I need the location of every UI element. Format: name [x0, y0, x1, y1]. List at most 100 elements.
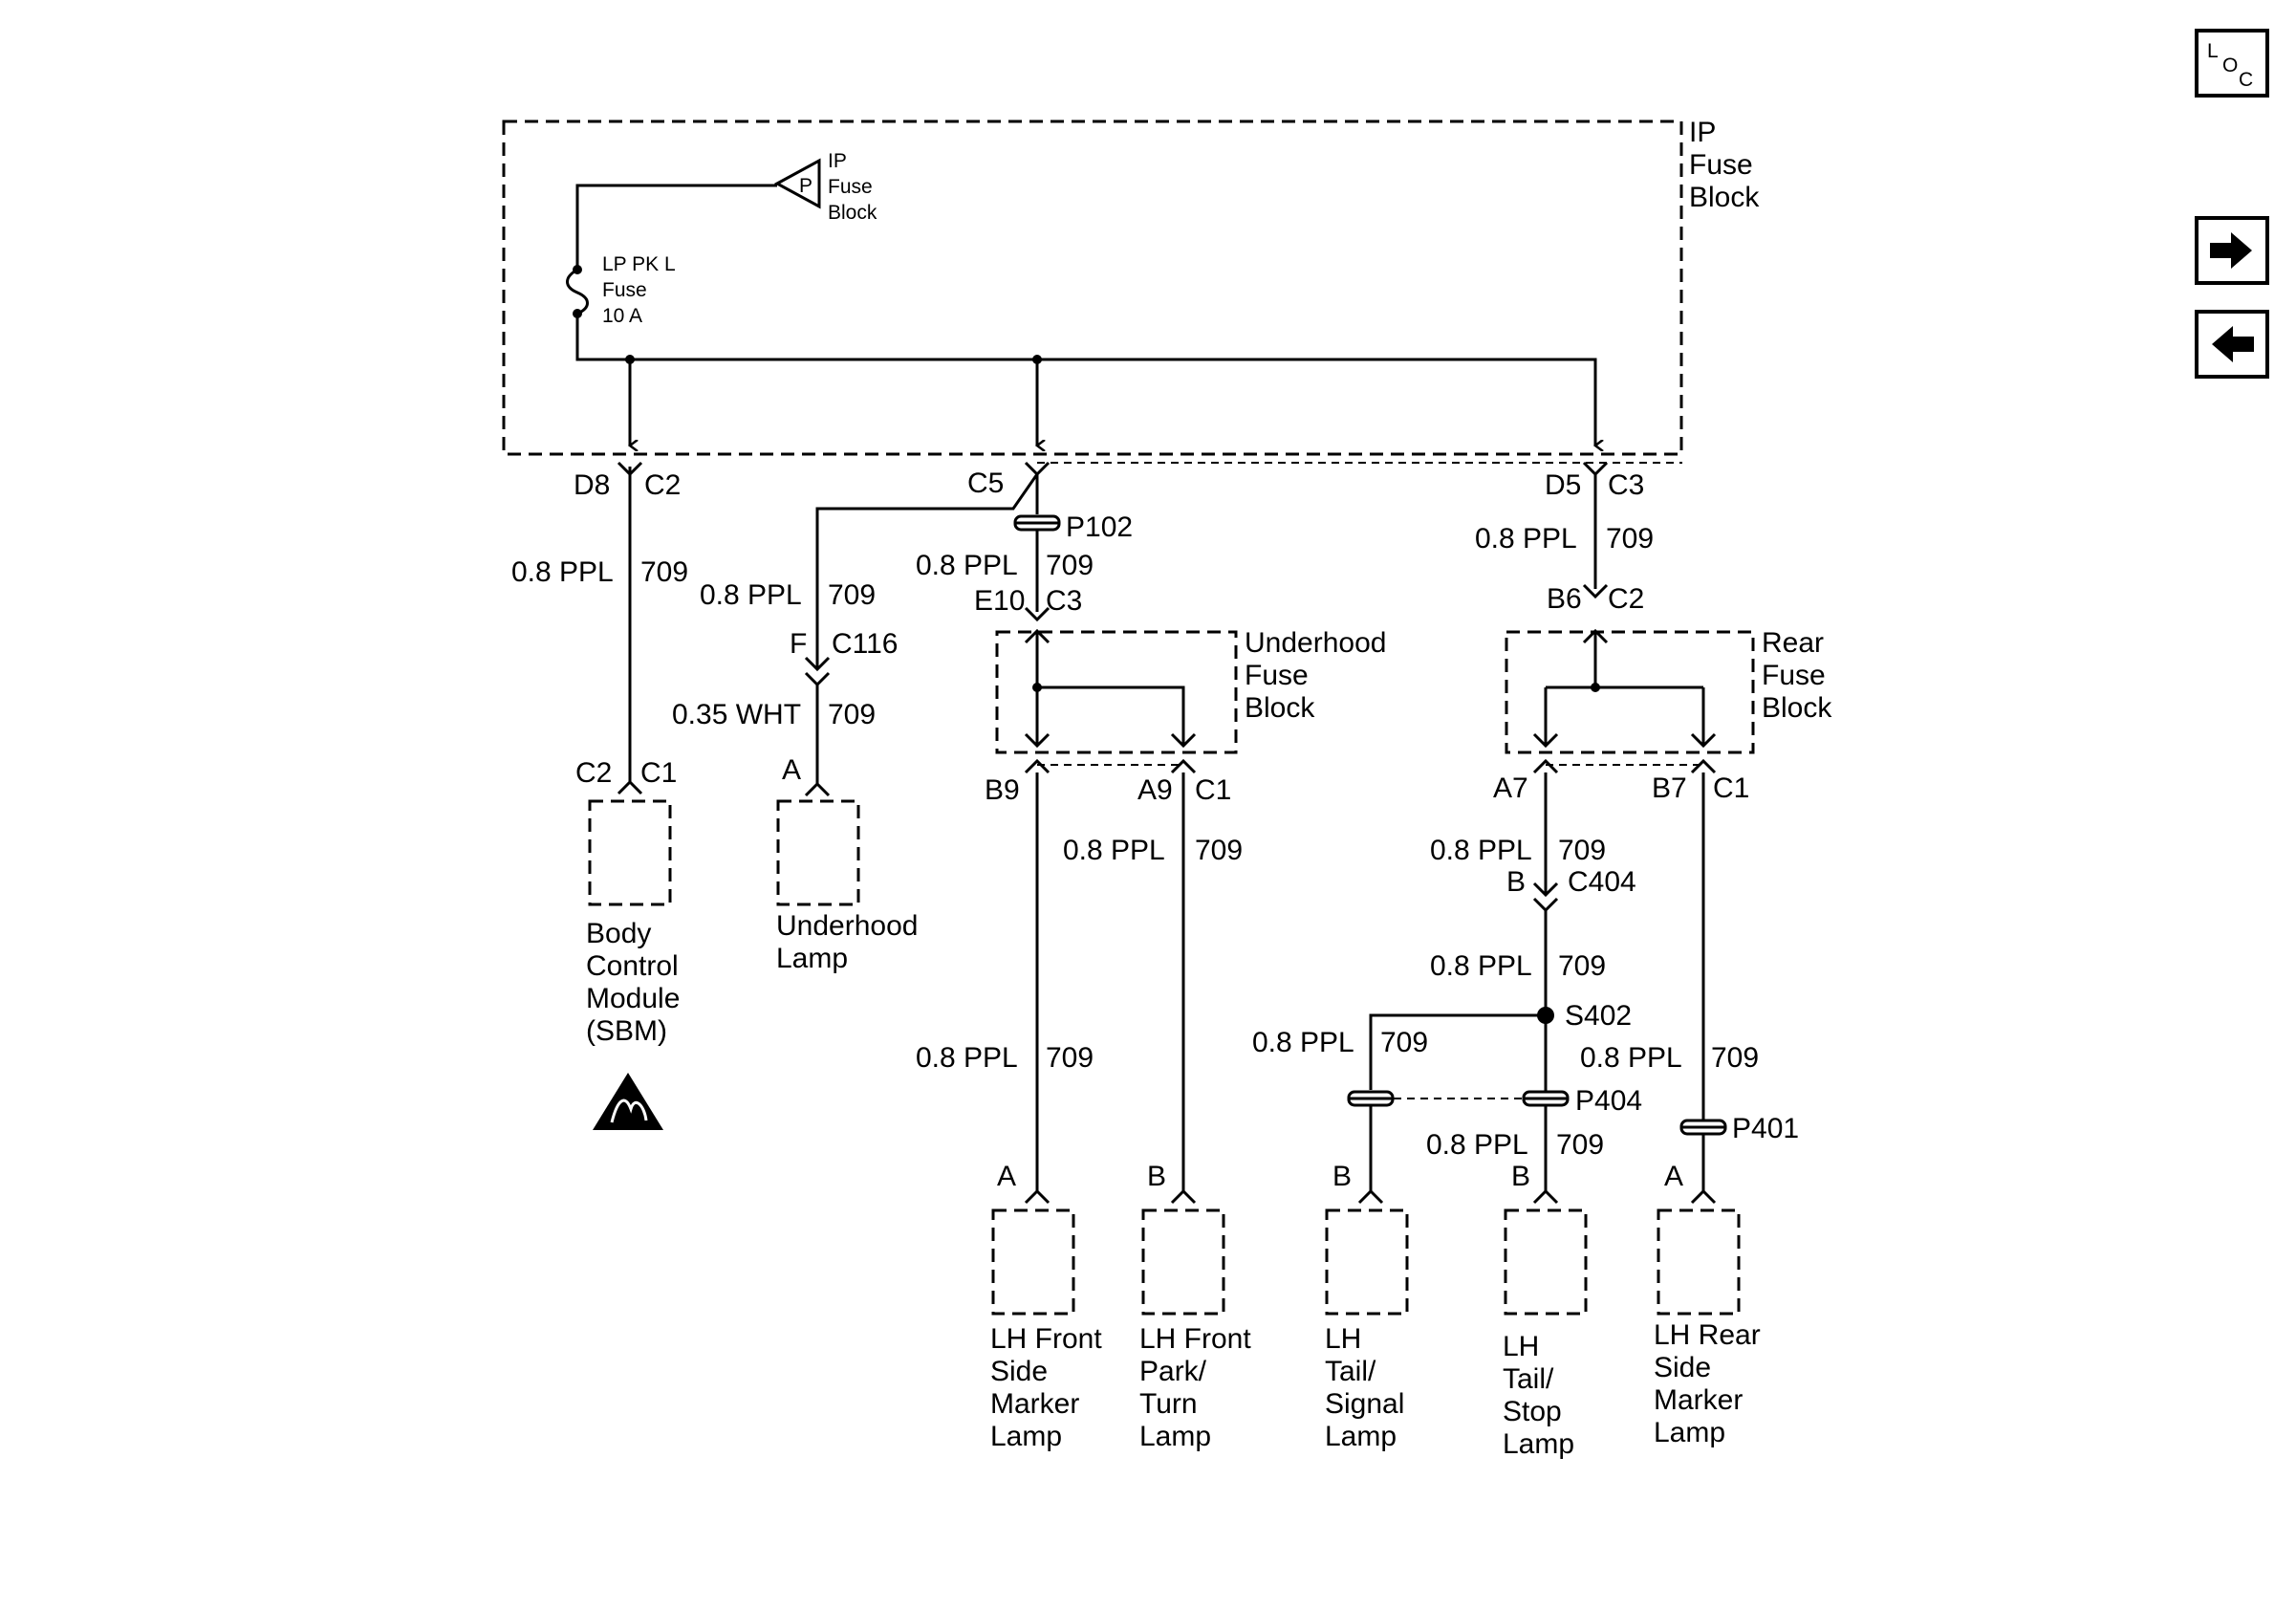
power-feed-symbol: P — [773, 158, 821, 209]
wire-rear-side-circuit: 709 — [1711, 1042, 1759, 1074]
svg-text:Marker: Marker — [990, 1388, 1079, 1420]
svg-text:Lamp: Lamp — [990, 1421, 1062, 1452]
svg-text:Block: Block — [1245, 692, 1315, 724]
svg-text:P: P — [799, 175, 812, 197]
svg-text:LH Rear: LH Rear — [1654, 1319, 1761, 1351]
pass-through-p404-left — [1347, 1090, 1395, 1107]
conn-c1-rf: C1 — [1713, 772, 1749, 804]
svg-text:Lamp: Lamp — [1503, 1428, 1574, 1460]
loc-button[interactable]: L O C — [2195, 29, 2269, 98]
svg-text:IP: IP — [1689, 117, 1716, 148]
conn-a-lfs: A — [997, 1161, 1016, 1192]
svg-text:LH: LH — [1325, 1323, 1361, 1355]
lh-tail-stop-box — [1504, 1208, 1588, 1316]
conn-d8: D8 — [574, 469, 610, 501]
conn-a7: A7 — [1493, 772, 1528, 804]
svg-text:Block: Block — [828, 202, 877, 224]
svg-text:Lamp: Lamp — [1139, 1421, 1211, 1452]
loc-letter-l: L — [2207, 40, 2219, 62]
svg-text:Fuse: Fuse — [602, 279, 647, 301]
conn-c2-b: C2 — [1608, 583, 1644, 615]
svg-text:Lamp: Lamp — [1654, 1417, 1725, 1448]
svg-text:Side: Side — [990, 1356, 1048, 1387]
wire-uh-in-circuit: 709 — [1046, 550, 1094, 581]
ip-fuse-block-boundary — [502, 120, 1683, 456]
bcm-box — [588, 799, 672, 906]
wire-c404-circuit: 709 — [1558, 950, 1606, 982]
svg-text:Control: Control — [586, 950, 679, 982]
loc-letter-c: C — [2239, 69, 2253, 91]
wire-side-circuit: 709 — [1046, 1042, 1094, 1074]
wire-rear-side-size: 0.8 PPL — [1580, 1042, 1682, 1074]
svg-text:10 A: 10 A — [602, 305, 642, 327]
loc-letter-o: O — [2222, 54, 2238, 76]
wire-rf-in-circuit: 709 — [1606, 523, 1654, 555]
wire-bcm-circuit: 709 — [640, 556, 688, 588]
svg-text:Block: Block — [1762, 692, 1832, 724]
conn-f: F — [790, 628, 807, 660]
svg-text:Marker: Marker — [1654, 1384, 1743, 1416]
esd-sensitive-icon — [593, 1073, 663, 1130]
lh-front-side-marker-box — [991, 1208, 1075, 1316]
rear-fuse-block-label: Rear Fuse Block — [1762, 627, 1832, 724]
svg-text:Park/: Park/ — [1139, 1356, 1207, 1387]
lh-front-park-turn-box — [1141, 1208, 1225, 1316]
power-feed-label: IP Fuse Block — [828, 150, 877, 224]
conn-b-ltst: B — [1511, 1161, 1530, 1192]
rear-fuse-block-box — [1505, 630, 1755, 754]
underhood-lamp-box — [776, 799, 860, 906]
pass-through-p404-right — [1522, 1090, 1570, 1107]
conn-b9: B9 — [985, 774, 1020, 806]
conn-c5: C5 — [967, 468, 1004, 499]
svg-text:LH Front: LH Front — [1139, 1323, 1251, 1355]
svg-text:Module: Module — [586, 983, 680, 1014]
wire-bcm-size: 0.8 PPL — [511, 556, 614, 588]
svg-text:Lamp: Lamp — [776, 943, 848, 974]
wire-c404-size: 0.8 PPL — [1430, 950, 1532, 982]
underhood-fuse-block-box — [995, 630, 1238, 754]
arrow-right-icon — [2210, 232, 2252, 269]
conn-b7: B7 — [1652, 772, 1687, 804]
conn-d5: D5 — [1545, 469, 1581, 501]
conn-a-lrs: A — [1664, 1161, 1683, 1192]
conn-e10: E10 — [974, 585, 1025, 617]
svg-text:Turn: Turn — [1139, 1388, 1198, 1420]
conn-c2-bcm: C2 — [575, 757, 612, 789]
svg-text:LP PK L: LP PK L — [602, 253, 676, 275]
wire-tailstop-size: 0.8 PPL — [1426, 1129, 1528, 1161]
svg-text:Underhood: Underhood — [1245, 627, 1386, 659]
back-button[interactable] — [2195, 310, 2269, 379]
lh-tail-signal-label: LH Tail/ Signal Lamp — [1325, 1323, 1404, 1452]
conn-s402: S402 — [1565, 1000, 1632, 1032]
fuse-symbol — [566, 265, 589, 318]
svg-text:Fuse: Fuse — [828, 176, 873, 198]
wire-park-circuit: 709 — [1195, 835, 1243, 866]
lh-tail-signal-box — [1325, 1208, 1409, 1316]
wire-tailstop-circuit: 709 — [1556, 1129, 1604, 1161]
svg-text:Tail/: Tail/ — [1325, 1356, 1376, 1387]
ip-fuse-block-label: IP Fuse Block — [1689, 117, 1760, 213]
svg-text:Tail/: Tail/ — [1503, 1363, 1554, 1395]
conn-p404: P404 — [1575, 1085, 1642, 1117]
conn-b-lts: B — [1332, 1161, 1352, 1192]
lh-front-side-marker-label: LH Front Side Marker Lamp — [990, 1323, 1102, 1452]
lh-front-park-turn-label: LH Front Park/ Turn Lamp — [1139, 1323, 1251, 1452]
conn-b-c404: B — [1506, 866, 1526, 898]
fuse-label: LP PK L Fuse 10 A — [602, 253, 676, 327]
arrow-left-icon — [2212, 326, 2254, 362]
pass-through-p401 — [1679, 1119, 1727, 1136]
conn-p401: P401 — [1732, 1113, 1799, 1144]
svg-text:Body: Body — [586, 918, 651, 949]
svg-text:(SBM): (SBM) — [586, 1015, 667, 1047]
conn-c404: C404 — [1568, 866, 1636, 898]
wire-hood2-circuit: 709 — [828, 699, 876, 730]
bcm-label: Body Control Module (SBM) — [586, 918, 680, 1047]
wire-park-size: 0.8 PPL — [1063, 835, 1165, 866]
svg-text:LH Front: LH Front — [990, 1323, 1102, 1355]
conn-c116: C116 — [832, 628, 899, 660]
forward-button[interactable] — [2195, 216, 2269, 285]
conn-a9: A9 — [1137, 774, 1173, 806]
svg-text:Block: Block — [1689, 182, 1760, 213]
wire-hood1-size: 0.8 PPL — [700, 579, 802, 611]
